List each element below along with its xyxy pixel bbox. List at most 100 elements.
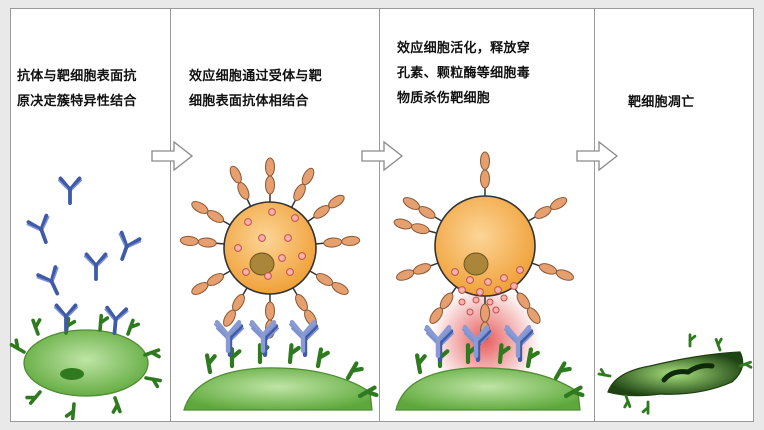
- antibody-icon: [503, 324, 533, 359]
- receptor-icon: [480, 151, 490, 198]
- receptor-icon: [229, 165, 253, 209]
- antigen-icon: [9, 338, 26, 354]
- receptor-icon: [191, 201, 233, 227]
- granule-icon: [244, 218, 252, 226]
- granule-icon: [451, 268, 459, 276]
- antigen-icon: [315, 347, 330, 369]
- receptor-icon: [179, 235, 227, 248]
- receptor-icon: [307, 269, 349, 295]
- antigen-icon: [98, 313, 110, 332]
- receptor-icon: [529, 261, 574, 281]
- nucleus-icon: [249, 252, 275, 276]
- arrow-right-icon: [151, 140, 194, 172]
- antibody-icon: [104, 305, 129, 335]
- granule-icon: [298, 252, 306, 260]
- fragmented-nucleus-icon: [661, 363, 715, 383]
- granule-icon: [472, 296, 480, 304]
- antibody-icon: [248, 319, 278, 354]
- granule-icon: [492, 306, 500, 314]
- target-nucleus-icon: [60, 368, 84, 380]
- arrow-right-icon: [576, 140, 619, 172]
- antigen-icon: [688, 333, 697, 348]
- antigen-icon: [641, 400, 650, 415]
- target-cell-icon: [395, 367, 581, 411]
- antigen-icon: [563, 385, 585, 399]
- panel-3-caption: 效应细胞活化，释放穿 孔素、颗粒酶等细胞毒 物质杀伤靶细胞: [397, 41, 531, 106]
- antibody-icon: [36, 265, 60, 296]
- receptor-icon: [305, 194, 345, 224]
- panel-2-caption: 效应细胞通过受体与靶 细胞表面抗体相结合: [189, 69, 323, 109]
- granule-icon: [264, 272, 272, 280]
- granule-icon: [466, 276, 474, 284]
- granule-icon: [516, 266, 524, 274]
- antibody-icon: [213, 319, 243, 354]
- antigen-icon: [623, 394, 632, 409]
- receptor-icon: [526, 197, 568, 223]
- antibody-icon: [288, 319, 318, 354]
- granule-icon: [286, 268, 294, 276]
- arrow-right-icon: [361, 140, 404, 172]
- antibody-icon: [461, 324, 491, 359]
- antibody-icon: [57, 176, 83, 206]
- receptor-icon: [265, 157, 275, 204]
- receptor-icon: [223, 285, 249, 327]
- receptor-icon: [393, 218, 439, 235]
- antigen-icon: [497, 343, 511, 365]
- receptor-icon: [402, 197, 444, 223]
- antigen-icon: [31, 318, 42, 336]
- antigen-icon: [143, 348, 161, 359]
- receptor-icon: [396, 261, 441, 281]
- antigen-icon: [204, 353, 217, 375]
- antigen-icon: [738, 360, 753, 369]
- granule-icon: [486, 298, 494, 306]
- effector-cell-icon: [393, 151, 574, 341]
- granule-icon: [234, 244, 242, 252]
- granule-icon: [476, 288, 484, 296]
- granule-icon: [458, 298, 466, 306]
- granule-icon: [284, 234, 292, 242]
- antigen-icon: [553, 361, 572, 381]
- granule-icon: [510, 282, 518, 290]
- antigen-icon: [597, 368, 612, 378]
- antigen-icon: [126, 318, 141, 336]
- granule-icon: [242, 268, 250, 276]
- nucleus-icon: [463, 252, 489, 276]
- antigen-icon: [525, 347, 540, 369]
- antibody-icon: [83, 252, 109, 282]
- receptor-icon: [313, 235, 361, 248]
- target-cell-icon: [183, 367, 373, 411]
- antigen-icon: [25, 390, 42, 405]
- granule-icon: [500, 274, 508, 282]
- antigen-icon: [64, 402, 76, 421]
- target-cell-icon: [23, 329, 149, 397]
- antigen-icon: [414, 353, 427, 375]
- granule-icon: [278, 254, 286, 262]
- antigen-icon: [229, 347, 242, 369]
- antibody-icon: [118, 230, 142, 261]
- antigen-icon: [345, 361, 364, 381]
- effector-cell-icon: [179, 157, 361, 339]
- panel-1-caption: 抗体与靶细胞表面抗 原决定簇特异性结合: [17, 69, 137, 109]
- granule-icon: [500, 294, 508, 302]
- antigen-icon: [287, 343, 301, 365]
- receptor-icon: [511, 284, 541, 324]
- panel-4-caption: 靶细胞凋亡: [628, 95, 695, 110]
- granule-icon: [484, 278, 492, 286]
- receptor-icon: [191, 269, 233, 295]
- antigen-icon: [111, 396, 122, 414]
- antibody-icon: [423, 324, 453, 359]
- antigen-icon: [357, 385, 379, 399]
- receptor-icon: [289, 167, 315, 210]
- effector-cell-body: [434, 195, 536, 297]
- granule-icon: [466, 308, 474, 316]
- granule-icon: [494, 286, 502, 294]
- antibody-icon: [26, 213, 50, 244]
- granule-icon: [268, 208, 276, 216]
- antigen-icon: [144, 376, 162, 389]
- antibody-icon: [53, 303, 79, 333]
- granule-icon: [258, 234, 266, 242]
- granule-icon: [291, 214, 299, 222]
- antigen-icon: [714, 337, 723, 352]
